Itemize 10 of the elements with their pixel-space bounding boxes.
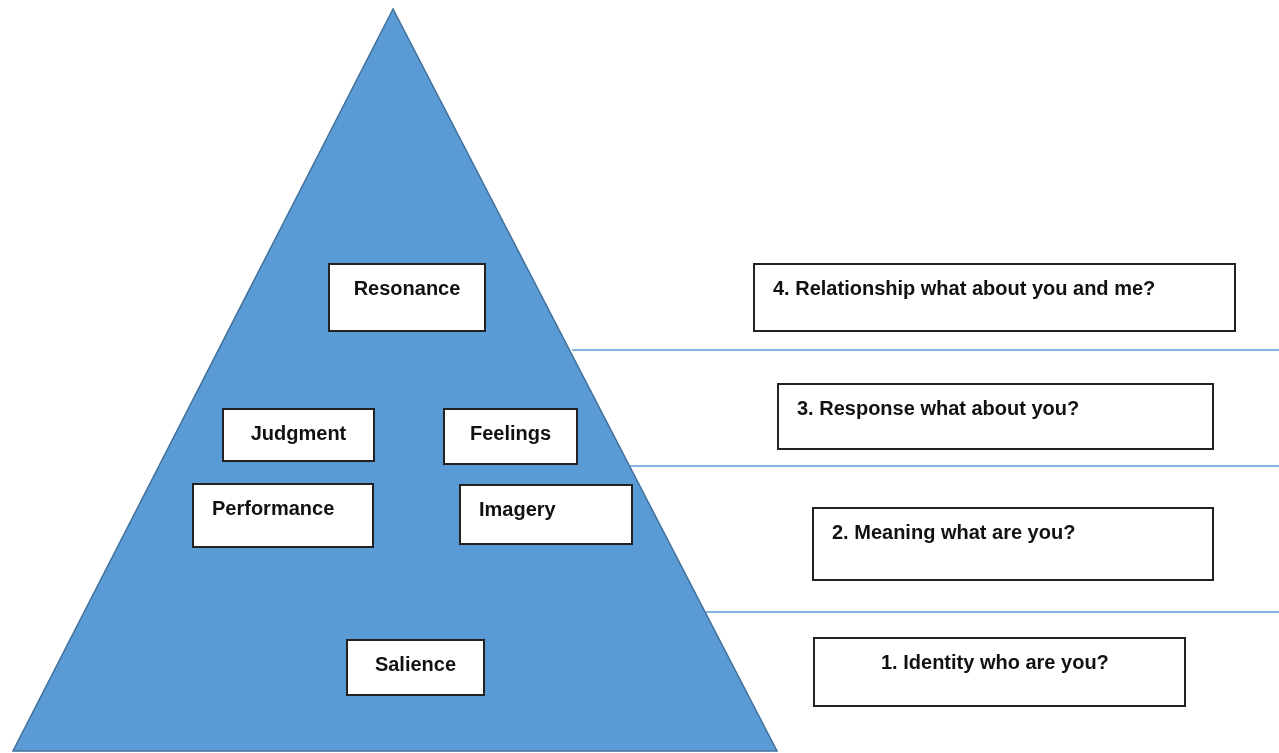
level-box: Salience <box>346 639 485 696</box>
level-box: Judgment <box>222 408 375 462</box>
level-box: Imagery <box>459 484 633 545</box>
level-box: Feelings <box>443 408 578 465</box>
level-box: Performance <box>192 483 374 548</box>
level-box: 1. Identity who are you? <box>813 637 1186 707</box>
level-box: 4. Relationship what about you and me? <box>753 263 1236 332</box>
level-box: 2. Meaning what are you? <box>812 507 1214 581</box>
level-box: Resonance <box>328 263 486 332</box>
level-box: 3. Response what about you? <box>777 383 1214 450</box>
